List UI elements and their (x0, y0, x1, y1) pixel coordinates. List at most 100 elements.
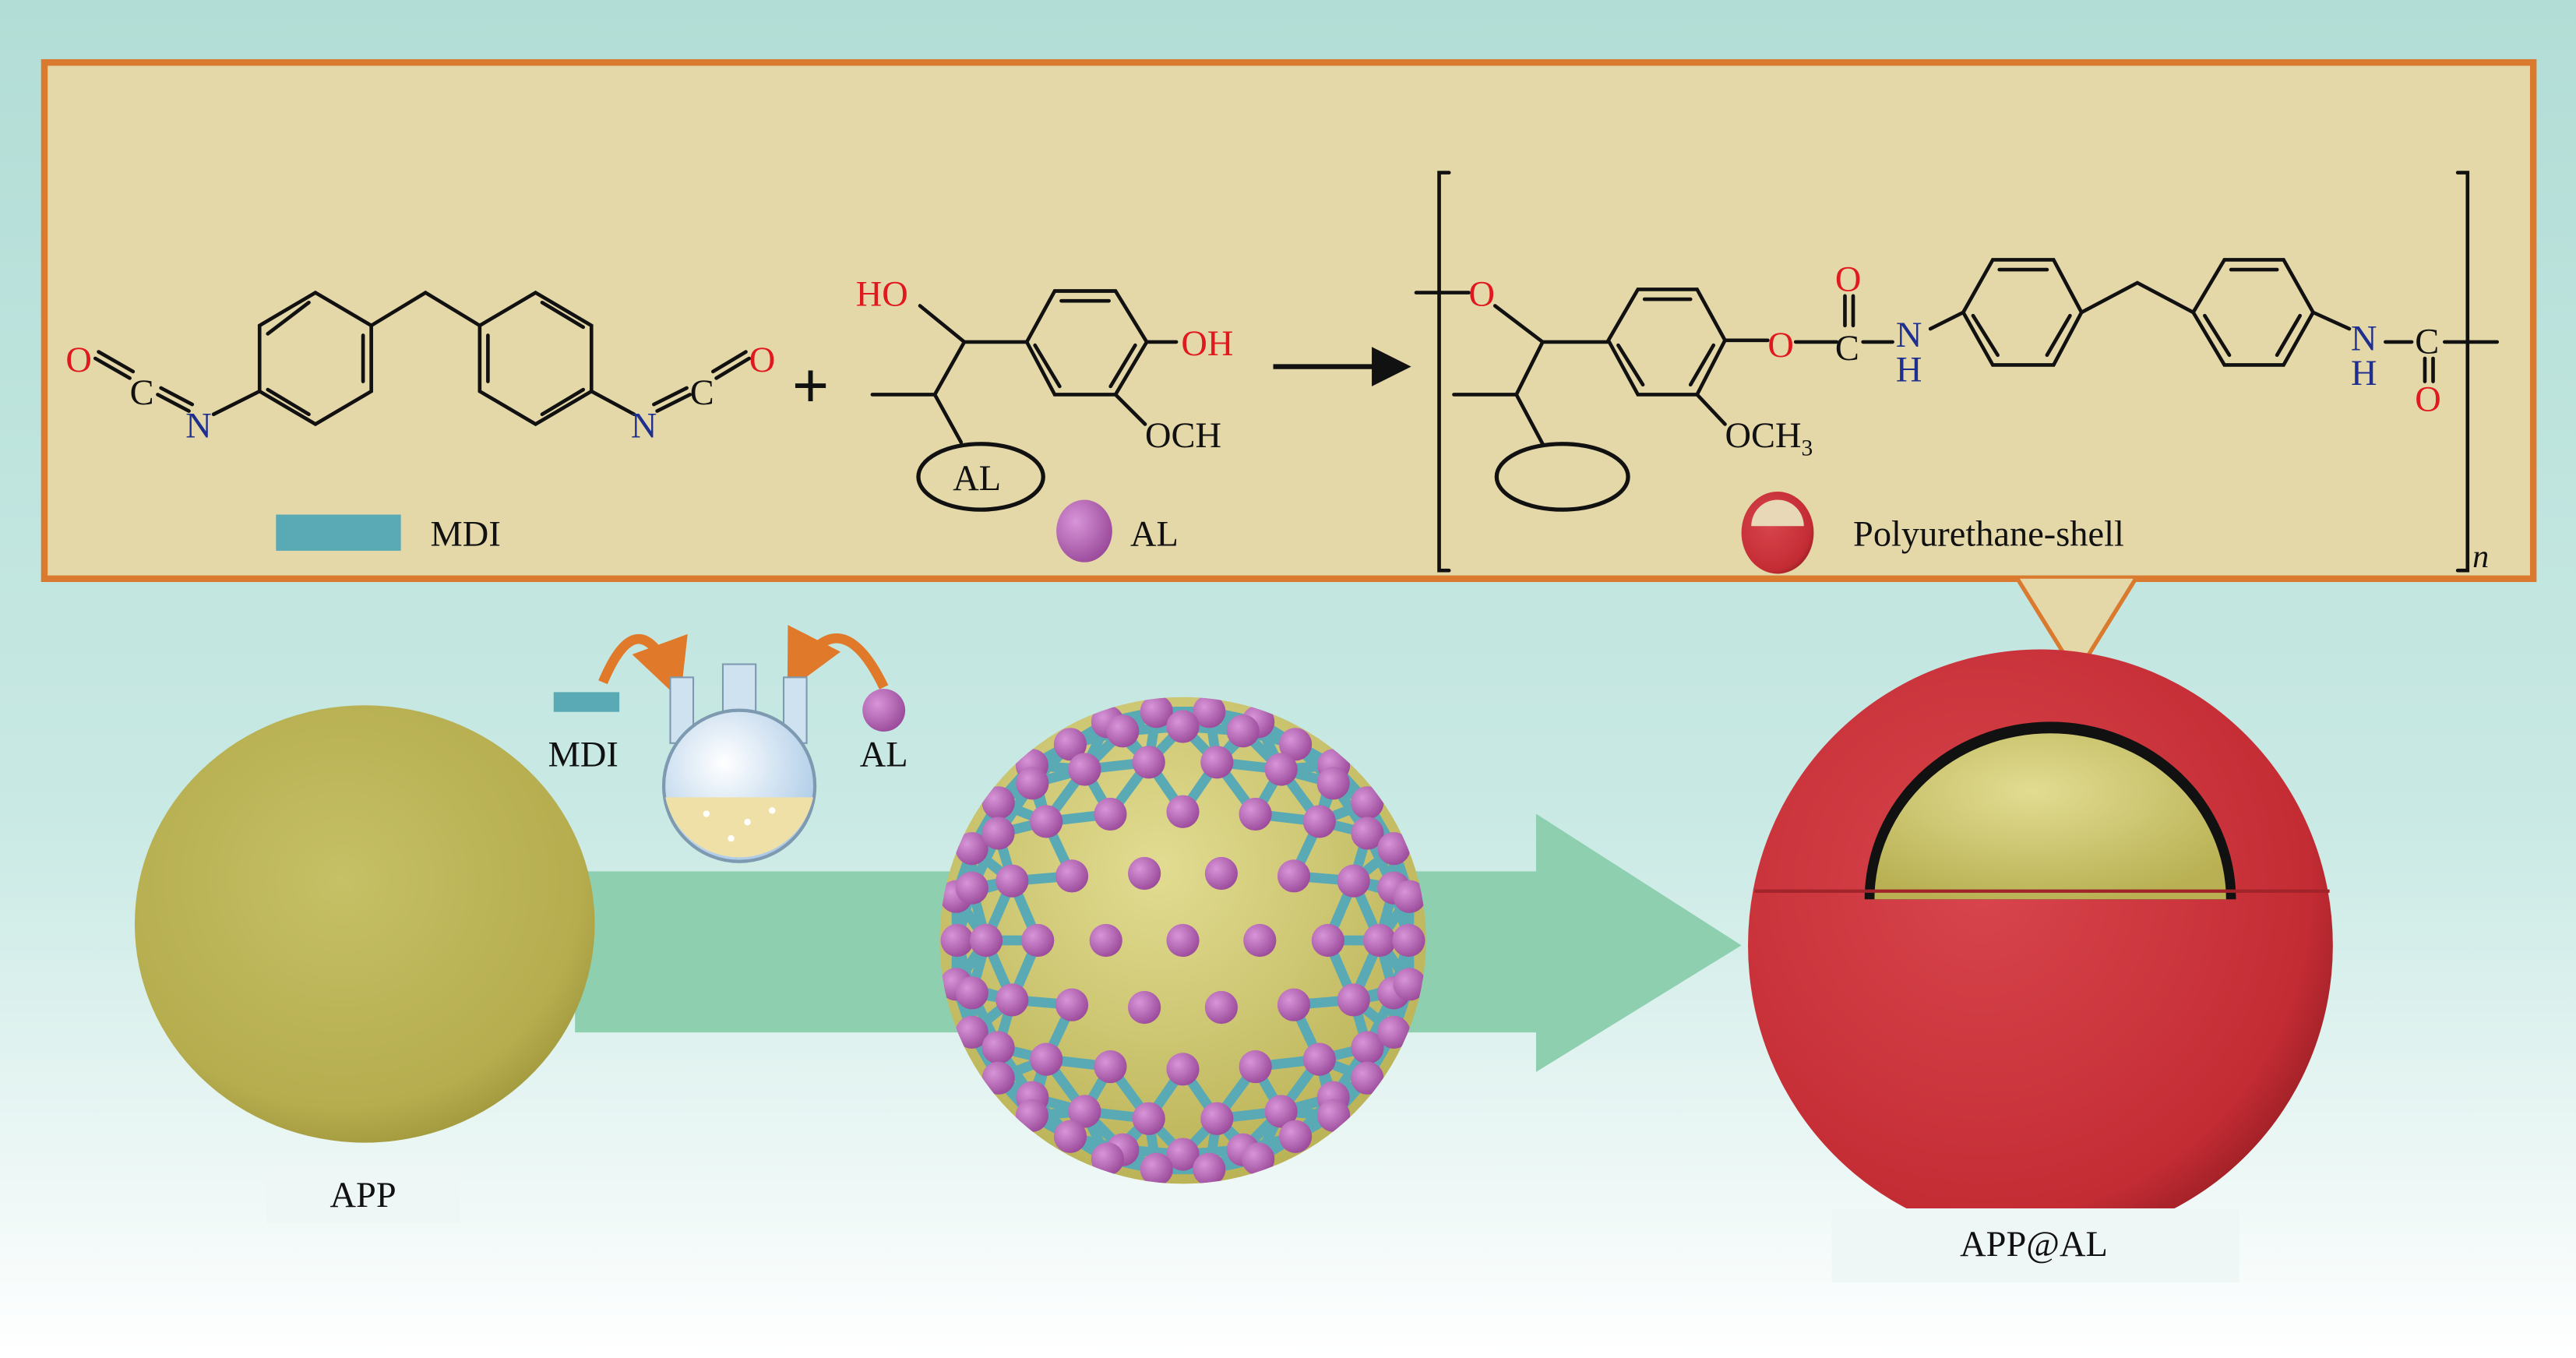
al-node (1094, 1049, 1127, 1084)
al-ring-label: AL (953, 459, 1001, 499)
atom-o: O (1835, 259, 1862, 299)
app-al-particle: APP@AL (1748, 649, 2333, 1282)
al-node (1362, 923, 1397, 958)
al-ball-icon (862, 689, 906, 732)
atom-c: C (690, 373, 714, 413)
al-node (1015, 1099, 1049, 1132)
atom-n: N (2351, 319, 2377, 358)
al-node (940, 923, 974, 958)
al-node (1239, 1049, 1272, 1084)
al-node (1166, 1138, 1200, 1171)
al-node (1106, 714, 1140, 748)
al-ball-icon (1056, 499, 1112, 563)
al-node (1239, 797, 1272, 831)
al-node (1053, 1120, 1087, 1153)
app-al-label-box (1831, 1208, 2239, 1282)
app-core (1874, 733, 2226, 900)
mdi-rod-icon (553, 692, 620, 712)
group-och: OCH (1145, 416, 1221, 456)
al-node (1242, 1142, 1275, 1176)
al-node (981, 817, 1015, 850)
flask-icon (661, 663, 817, 863)
al-node (1311, 923, 1344, 958)
al-node (1204, 990, 1238, 1025)
al-node (1226, 714, 1260, 748)
legend-al-label: AL (1130, 515, 1179, 555)
mdi-reagent-label: MDI (548, 735, 618, 774)
atom-h: H (2351, 354, 2377, 393)
al-node (981, 1061, 1015, 1095)
al-node (1128, 856, 1161, 891)
al-node (1277, 988, 1311, 1021)
atom-o: O (749, 340, 776, 380)
atom-o: O (1468, 274, 1495, 314)
al-node (1193, 697, 1226, 728)
repeat-unit-n: n (2472, 538, 2489, 575)
al-node (996, 983, 1029, 1017)
al-node (955, 1015, 988, 1049)
al-node (1393, 880, 1426, 913)
al-node (955, 976, 988, 1010)
al-node (1132, 746, 1165, 779)
al-node (1128, 990, 1161, 1025)
al-node (1377, 832, 1411, 866)
al-node (1351, 1061, 1384, 1095)
atom-c: C (2415, 323, 2439, 362)
al-node (1055, 988, 1089, 1021)
al-node (1030, 1042, 1063, 1076)
app-label: APP (330, 1176, 396, 1215)
atom-n: N (631, 406, 657, 446)
al-node (1053, 728, 1087, 761)
atom-n: N (1896, 316, 1922, 355)
al-node (981, 786, 1015, 820)
al-node (1277, 859, 1311, 893)
al-node (1140, 697, 1173, 728)
atom-n: N (185, 406, 212, 446)
al-node (1021, 923, 1055, 958)
legend-shell: Polyurethane-shell (1741, 491, 2124, 574)
al-node (1030, 805, 1063, 838)
al-node (981, 1031, 1015, 1064)
al-node (1132, 1102, 1165, 1135)
al-node (1094, 797, 1127, 831)
al-structure: HO OH OCH AL (856, 274, 1233, 512)
al-node (1140, 1152, 1173, 1184)
al-node (955, 832, 988, 866)
lattice-particle (939, 697, 1426, 1184)
atom-o: O (65, 340, 92, 380)
al-node (969, 923, 1003, 958)
atom-o: O (1767, 326, 1794, 365)
app-al-label: APP@AL (1960, 1225, 2108, 1265)
al-node (1166, 795, 1200, 828)
al-node (1393, 968, 1426, 1001)
al-node (1337, 864, 1370, 898)
legend-mdi-label: MDI (431, 515, 501, 555)
atom-ho: HO (856, 274, 908, 314)
al-node (1200, 1102, 1234, 1135)
al-node (1166, 710, 1200, 743)
al-node (996, 864, 1029, 898)
app-label-box (266, 1167, 460, 1223)
al-node (1351, 1031, 1384, 1064)
legend-mdi: MDI (276, 514, 501, 555)
al-node (1055, 859, 1089, 893)
atom-c: C (1835, 329, 1859, 369)
shell-cutaway-icon (1751, 499, 1804, 527)
al-node (1302, 805, 1336, 838)
al-node (1351, 817, 1384, 850)
al-node (1016, 767, 1049, 800)
al-node (1091, 1142, 1124, 1176)
polyurethane-structure: O O C O N H N H C O OCH3 n (1414, 171, 2500, 575)
al-node (1264, 753, 1298, 786)
mdi-structure: O C N N C O (65, 290, 776, 446)
al-node (1316, 767, 1350, 800)
app-particle: APP (134, 705, 595, 1223)
mdi-rod-icon (276, 514, 401, 551)
al-node (1279, 1120, 1313, 1153)
atom-c: C (130, 373, 154, 413)
legend-al: AL (1056, 499, 1179, 563)
orange-arrow-icon (787, 625, 889, 692)
plus-sign: + (792, 350, 830, 422)
al-node (1377, 1015, 1411, 1049)
